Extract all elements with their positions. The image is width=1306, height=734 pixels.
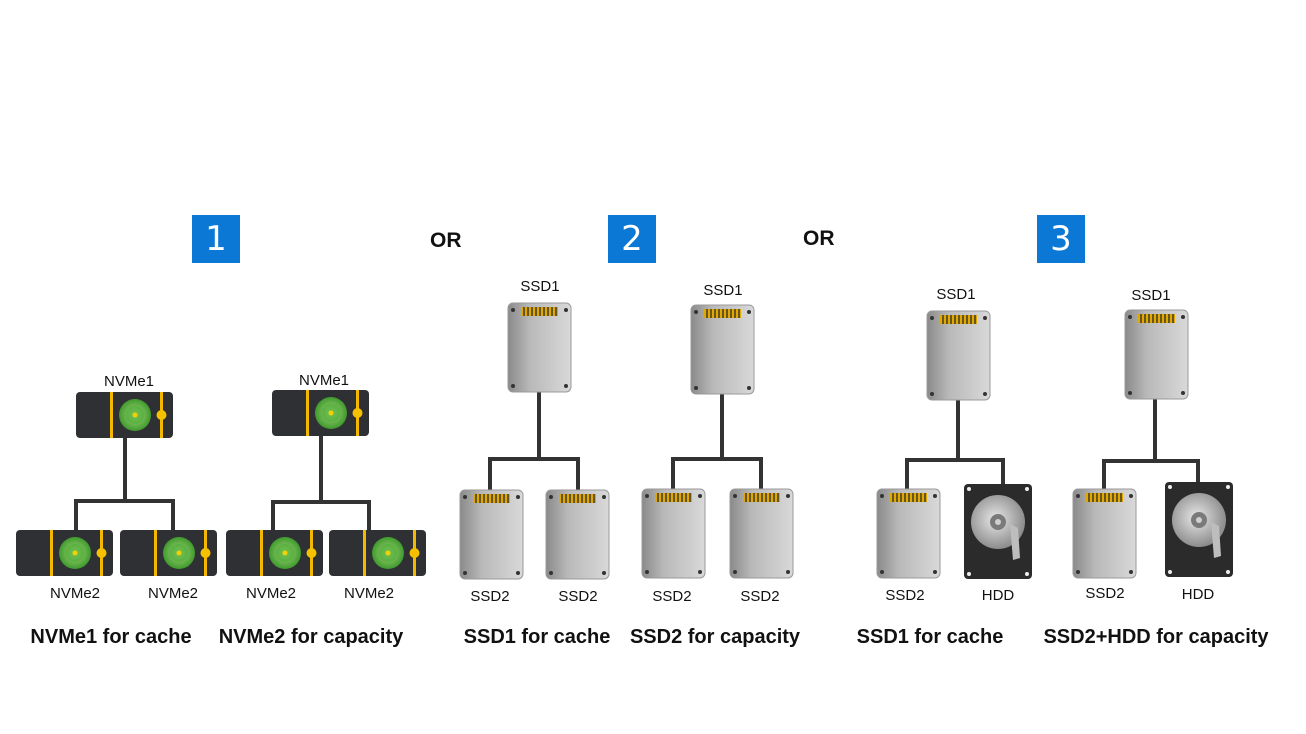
nvme2-label: NVMe2 [49, 585, 101, 602]
ssd1-drive [690, 304, 755, 395]
option-1-badge: 1 [192, 215, 240, 263]
ssd2-drive [545, 489, 610, 580]
hdd-drive [964, 484, 1032, 579]
ssd1-label: SSD1 [703, 282, 743, 299]
nvme2-label: NVMe2 [343, 585, 395, 602]
caption-nvme1-cache: NVMe1 for cache [30, 626, 192, 648]
option-2-badge: 2 [608, 215, 656, 263]
ssd2-capacity-drive [729, 488, 794, 579]
option-3-badge: 3 [1037, 215, 1085, 263]
caption-ssd1-cache: SSD1 for cache [856, 626, 1004, 648]
ssd2-capacity-drive [641, 488, 706, 579]
hdd-label: HDD [981, 587, 1015, 604]
nvme2-drive [120, 530, 217, 576]
ssd2-drive [459, 489, 524, 580]
nvme1-drive [272, 390, 369, 436]
nvme2-capacity-drive [226, 530, 323, 576]
or-label-2: OR [803, 227, 835, 250]
ssd1-label: SSD1 [936, 286, 976, 303]
caption-ssd2-capacity: SSD2 for capacity [629, 626, 801, 648]
ssd1-cache-drive [926, 310, 991, 401]
ssd1-cache-drive [507, 302, 572, 393]
hdd-capacity-drive [1165, 482, 1233, 577]
caption-ssd1-cache: SSD1 for cache [463, 626, 611, 648]
nvme2-drive [16, 530, 113, 576]
hdd-label: HDD [1181, 586, 1215, 603]
nvme2-label: NVMe2 [245, 585, 297, 602]
nvme2-label: NVMe2 [147, 585, 199, 602]
or-label-1: OR [430, 229, 462, 252]
caption-nvme2-capacity: NVMe2 for capacity [218, 626, 404, 648]
nvme1-cache-drive [76, 392, 173, 438]
ssd1-label: SSD1 [1131, 287, 1171, 304]
nvme1-label: NVMe1 [298, 372, 350, 389]
caption-ssd2-hdd-capacity: SSD2+HDD for capacity [1043, 626, 1269, 648]
nvme1-label: NVMe1 [103, 373, 155, 390]
ssd2-label: SSD2 [558, 588, 598, 605]
ssd1-label: SSD1 [520, 278, 560, 295]
connector-lines [74, 392, 1200, 530]
ssd2-drive [876, 488, 941, 579]
ssd2-capacity-drive [1072, 488, 1137, 579]
ssd2-label: SSD2 [652, 588, 692, 605]
ssd2-label: SSD2 [885, 587, 925, 604]
ssd2-label: SSD2 [470, 588, 510, 605]
nvme2-capacity-drive [329, 530, 426, 576]
ssd1-drive [1124, 309, 1189, 400]
ssd2-label: SSD2 [740, 588, 780, 605]
ssd2-label: SSD2 [1085, 585, 1125, 602]
